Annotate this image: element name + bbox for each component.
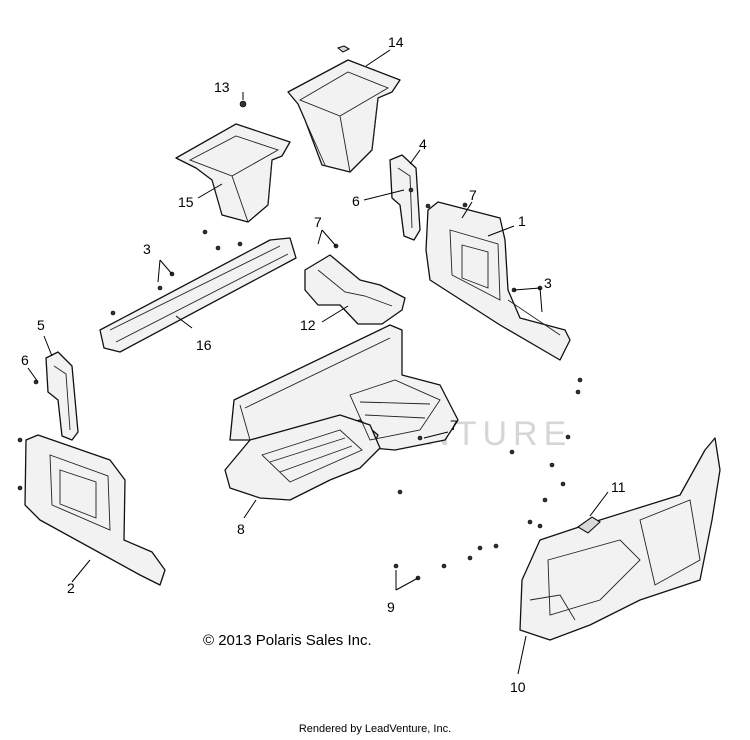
callout-13: 13 — [214, 79, 230, 95]
callout-7-top-right: 7 — [469, 187, 477, 203]
part-14-storage-bin — [287, 45, 401, 173]
callout-6-right: 6 — [352, 193, 360, 209]
callout-4: 4 — [419, 136, 427, 152]
part-1-side-panel — [425, 201, 571, 361]
part-11-plate — [576, 516, 601, 534]
callout-11: 11 — [611, 479, 626, 495]
part-16-rail — [99, 237, 297, 353]
part-5-bracket — [45, 351, 79, 441]
callout-14: 14 — [388, 34, 404, 50]
callout-3-right: 3 — [544, 275, 552, 291]
part-4-bracket — [389, 154, 421, 241]
leader-lines — [27, 49, 609, 675]
footer-text: Rendered by LeadVenture, Inc. — [298, 723, 452, 735]
copyright-text: © 2013 Polaris Sales Inc. — [203, 632, 372, 649]
callout-15: 15 — [178, 194, 194, 210]
part-12-console — [304, 254, 406, 325]
callout-9: 9 — [387, 599, 395, 615]
callouts: 13 14 15 4 6 7 1 3 7 3 12 16 5 6 7 8 11 … — [21, 34, 626, 695]
callout-12: 12 — [300, 317, 316, 333]
callout-6-left: 6 — [21, 352, 29, 368]
callout-1: 1 — [518, 213, 526, 229]
part-8-floor — [224, 324, 459, 501]
callout-5: 5 — [37, 317, 45, 333]
callout-16: 16 — [196, 337, 212, 353]
callout-8: 8 — [237, 521, 245, 537]
callout-7-center: 7 — [314, 214, 322, 230]
callout-2: 2 — [67, 580, 75, 596]
part-13-nut — [239, 100, 247, 108]
callout-3-left: 3 — [143, 241, 151, 257]
part-15-storage-bin — [175, 123, 291, 223]
callout-10: 10 — [510, 679, 526, 695]
part-10-panel — [519, 437, 721, 641]
part-2-side-panel — [24, 434, 166, 586]
callout-7-lower: 7 — [450, 417, 458, 433]
